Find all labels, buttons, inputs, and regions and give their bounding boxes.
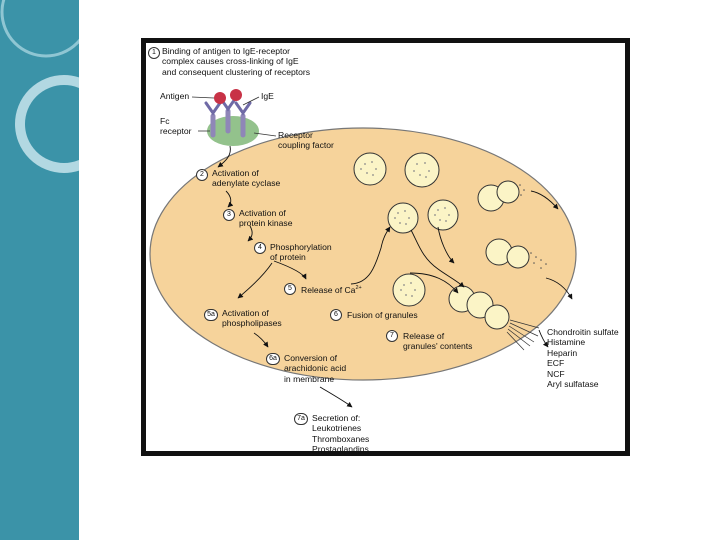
label-leader-lines [191,96,277,137]
step-1-label: Binding of antigen to IgE-receptor compl… [162,46,310,77]
step-2-label: Activation of adenylate cyclase [212,168,280,189]
step-7-line: granules' contents [403,341,473,352]
released-mediator: ECF [547,358,565,369]
step-6a-line: in membrane [284,373,335,384]
step-4-line: Phosphorylation [270,242,332,252]
step-7-number: 7 [386,330,398,342]
step-6-label: Fusion of granules [347,310,418,320]
step-1-number: 1 [148,47,160,59]
fc-receptor-line: Fc [160,116,170,126]
diagram-graphics [149,89,577,408]
antigen-shape [230,89,242,101]
receptor-coupling-factor-shape [207,116,259,146]
step-4-line: of protein [270,252,306,263]
step-3-label: Activation of protein kinase [239,208,293,229]
step-5a-label: Activation of phospholipases [222,308,282,329]
fc-receptor-line: receptor [160,126,192,137]
step-2-line: adenylate cyclase [212,178,281,189]
released-mediator: Chondroitin sulfate [547,327,619,337]
step-7a-label: Secretion of: Leukotrienes Thromboxanes … [312,413,370,455]
pathway-arrows [217,145,573,408]
secreted-mediator: Thromboxanes [312,433,370,444]
step-5a-line: phospholipases [222,318,282,329]
released-mediators-list: Chondroitin sulfate Histamine Heparin EC… [547,327,619,389]
secreted-mediator: Leukotrienes [312,423,362,434]
step-2-number: 2 [196,169,208,181]
step-1-line: Binding of antigen to IgE-receptor [162,46,291,56]
step-5-label: Release of Ca2+ [301,283,362,295]
ige-receptor-complex [204,89,252,138]
step-6a-line: arachidonic acid [284,363,347,374]
fc-receptor-label: Fc receptor [160,116,192,137]
step-3-line: Activation of [239,208,286,218]
step-7a-number: 7a [294,413,308,425]
antigen-shape [214,92,226,104]
calcium-charge-superscript: 2+ [355,285,362,291]
step-5a-number: 5a [204,309,218,321]
decorative-rings [0,0,79,173]
step-5a-line: Activation of [222,308,269,318]
coupling-factor-line: Receptor [278,130,313,140]
released-mediator: Histamine [547,337,586,348]
release-spray-dots [519,184,547,269]
secretion-heading: Secretion of: [312,413,361,423]
mast-cell-body [149,127,577,381]
granule-dots [360,161,450,297]
coupling-factor-line: coupling factor [278,140,334,151]
step-5-number: 5 [284,283,296,295]
step-6a-number: 6a [266,353,280,365]
step-3-number: 3 [223,209,235,221]
step-5-text: Release of Ca [301,284,356,295]
step-6a-line: Conversion of [284,353,338,363]
step-6a-label: Conversion of arachidonic acid in membra… [284,353,346,384]
step-2-line: Activation of [212,168,259,178]
step-7-label: Release of granules' contents [403,331,472,352]
fused-granule-chains [448,180,530,330]
mast-cell-degranulation-figure: 1 Binding of antigen to IgE-receptor com… [141,38,630,456]
secreted-mediator: Prostaglandins [312,444,369,455]
step-1-line: and consequent clustering of receptors [162,66,311,77]
ring-large [0,0,79,58]
step-6-number: 6 [330,309,342,321]
step-7-line: Release of [403,331,445,341]
slide-sidebar-band [0,0,79,540]
ring-thick [15,75,79,173]
released-mediator: NCF [547,368,565,379]
release-spray-lines [506,319,540,351]
released-mediator: Heparin [547,347,578,358]
step-1-line: complex causes cross-linking of IgE [162,56,299,67]
antigen-label: Antigen [160,91,190,101]
step-3-line: protein kinase [239,218,293,229]
receptor-coupling-factor-label: Receptor coupling factor [278,130,334,151]
released-mediator: Aryl sulfatase [547,379,599,390]
ige-label: IgE [261,91,274,101]
step-4-label: Phosphorylation of protein [270,242,332,263]
step-4-number: 4 [254,242,266,254]
granules [353,152,459,307]
